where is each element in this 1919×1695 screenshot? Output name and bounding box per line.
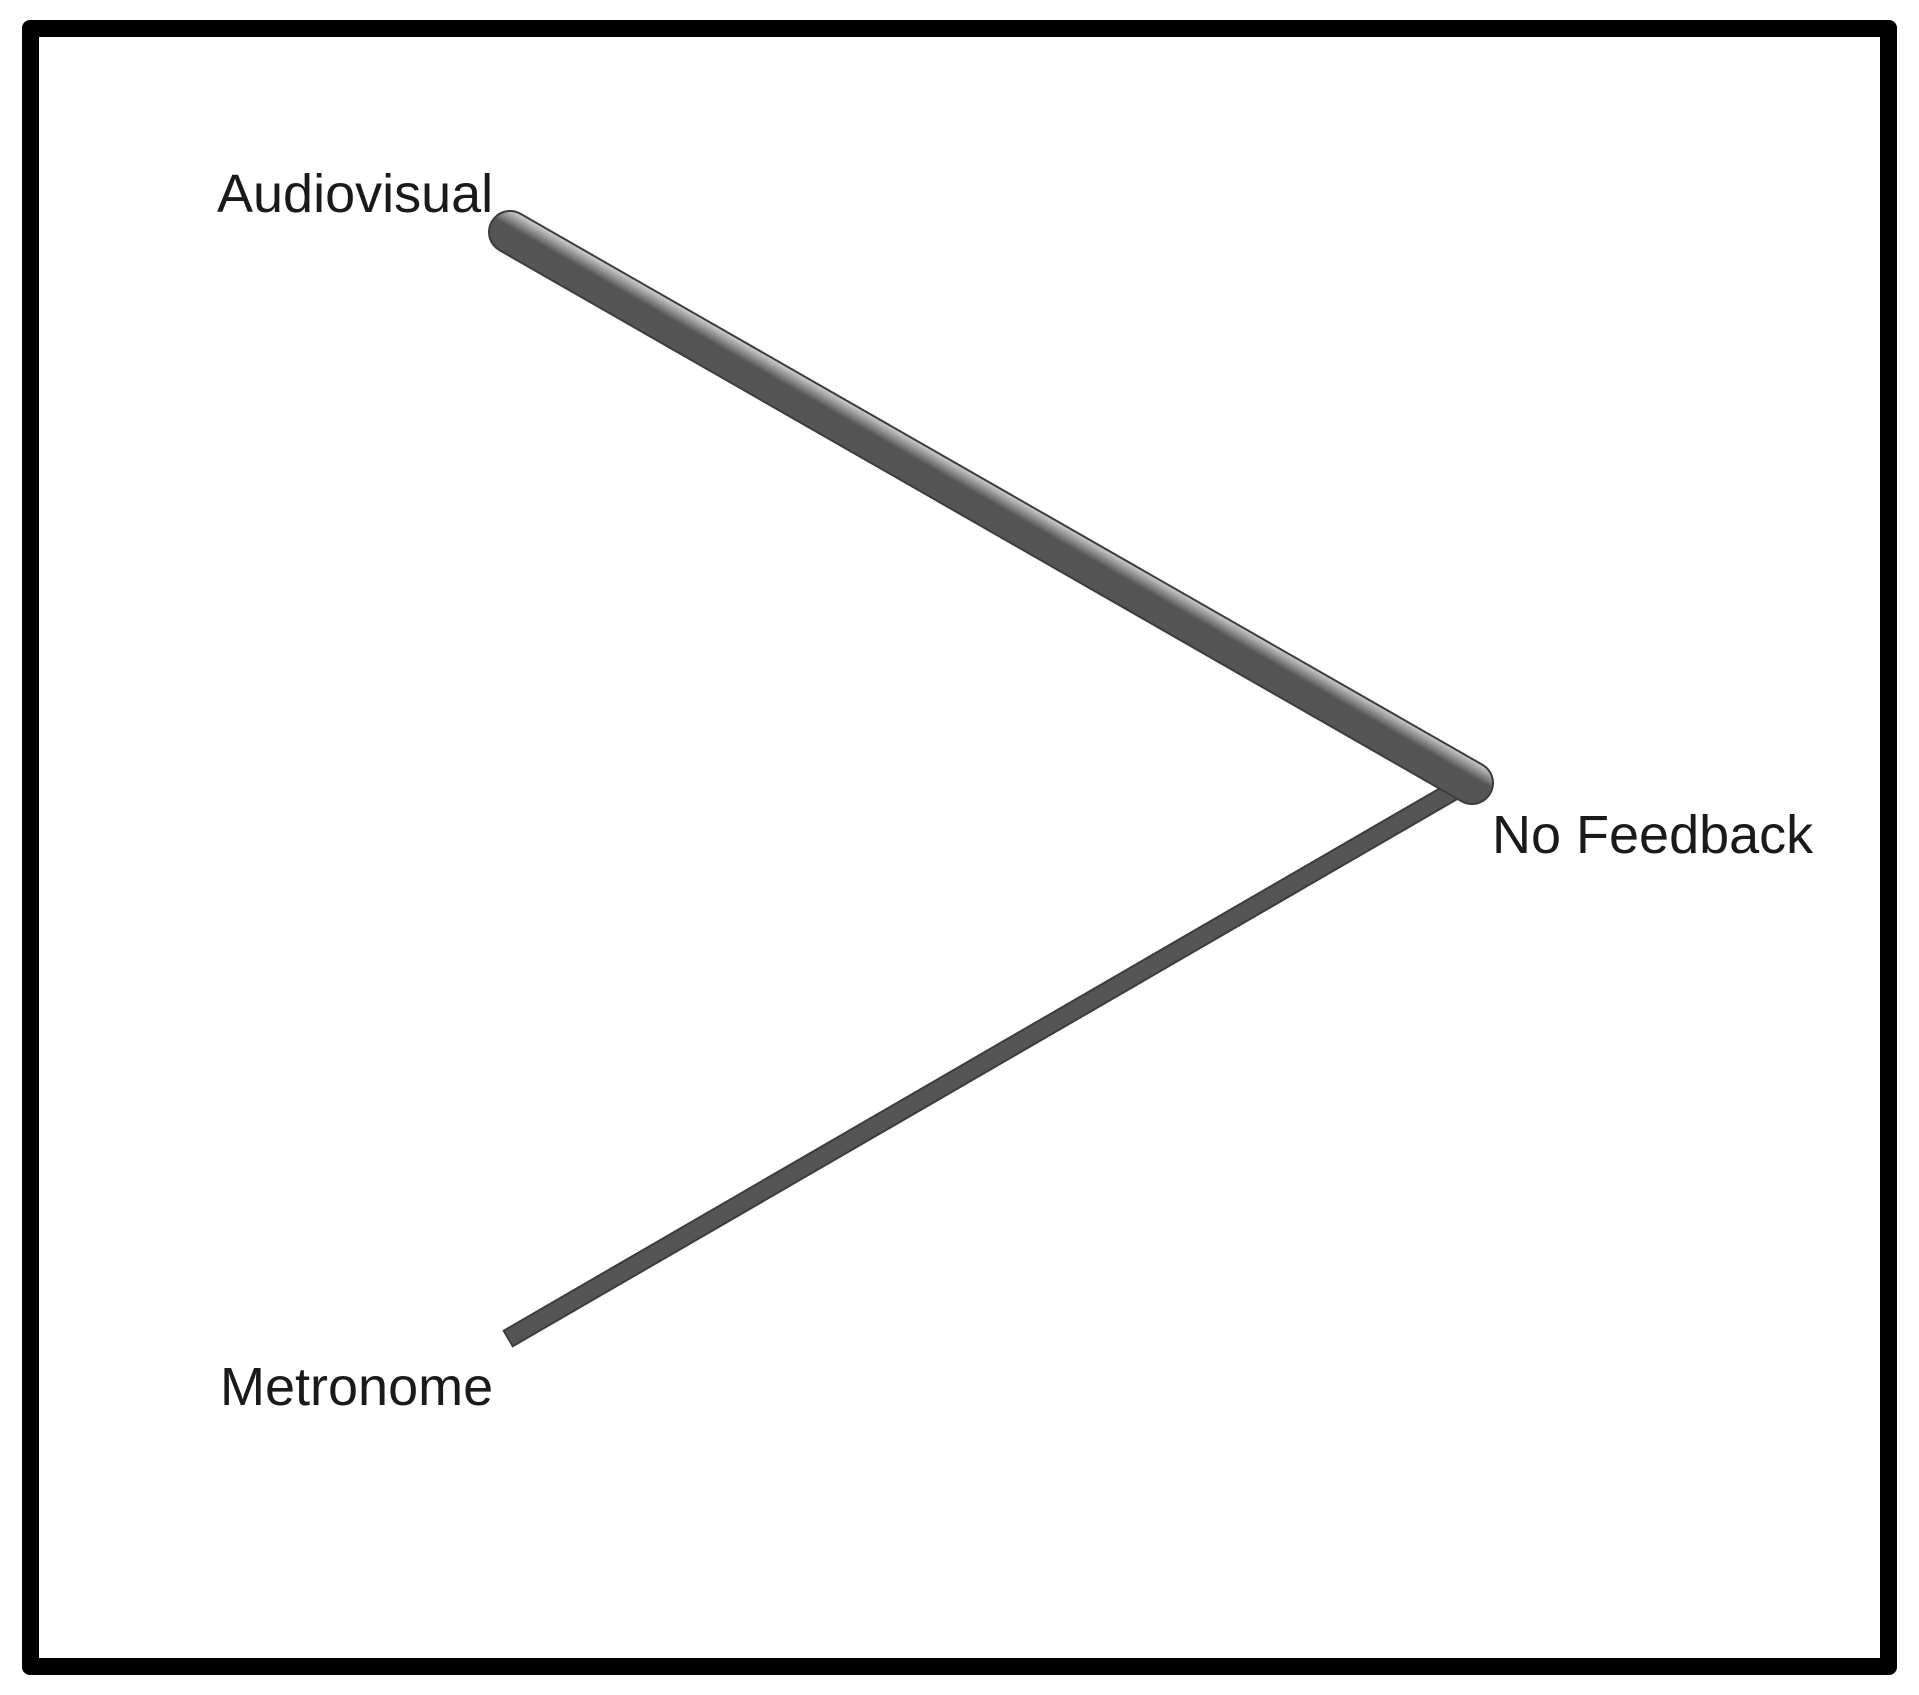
node-label-no-feedback: No Feedback: [1492, 805, 1814, 865]
node-label-audiovisual: Audiovisual: [217, 164, 493, 224]
figure-frame: [22, 20, 1897, 1675]
edge-audiovisual-no-feedback: [488, 210, 1494, 805]
node-label-metronome: Metronome: [220, 1357, 493, 1417]
edge-metronome-no-feedback: [502, 780, 1462, 1348]
